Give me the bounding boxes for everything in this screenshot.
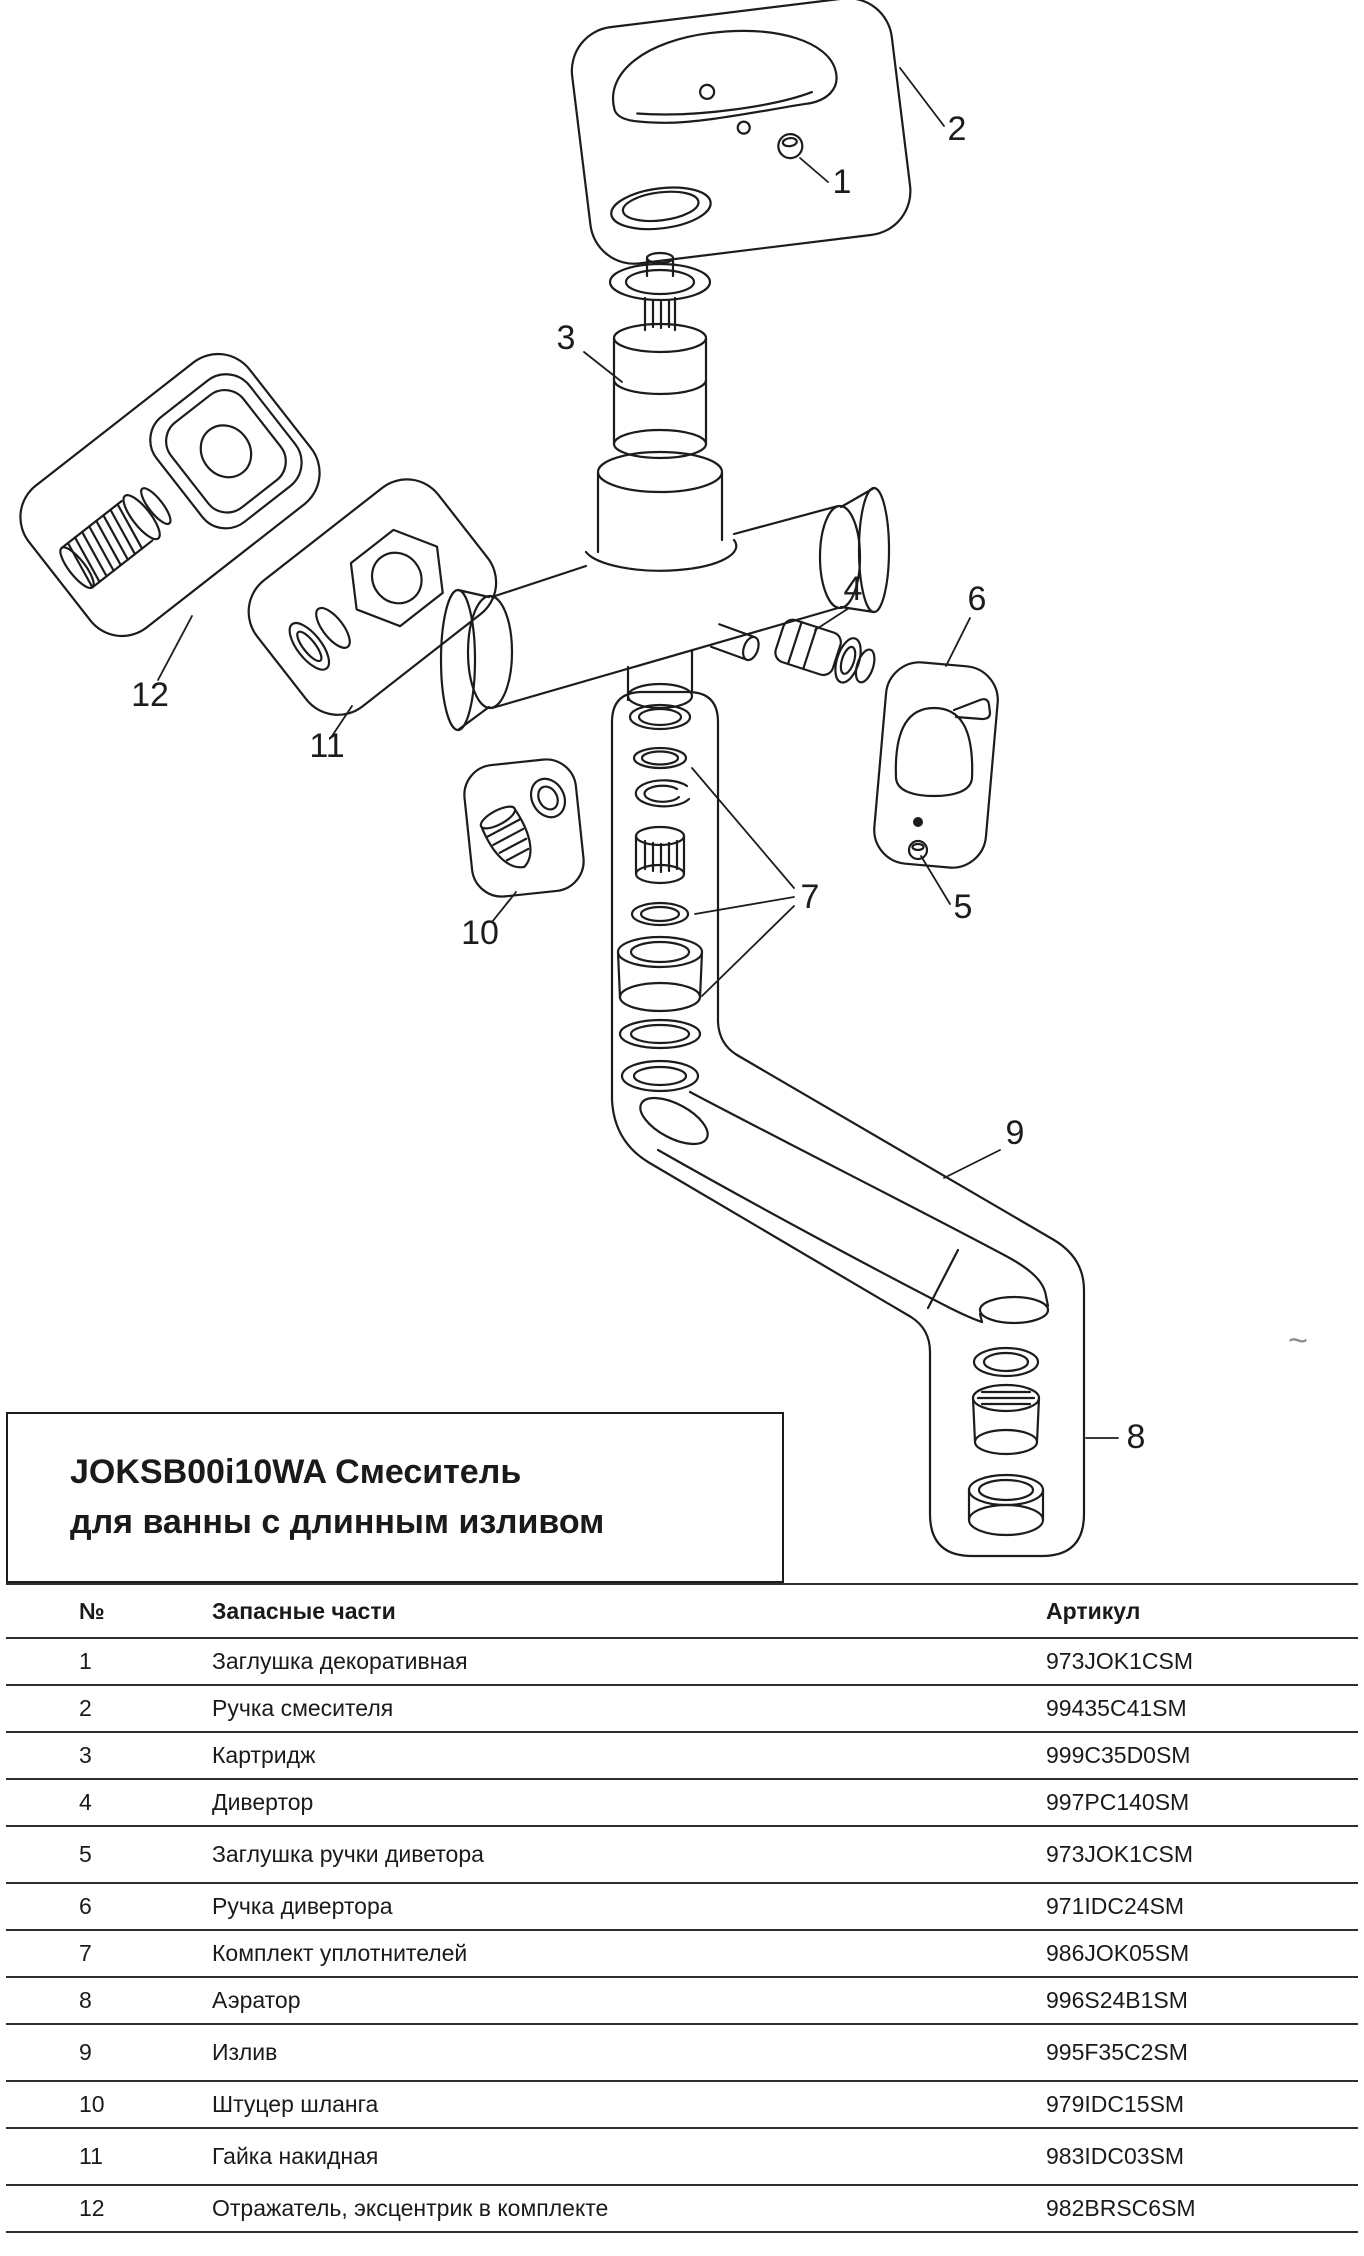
callout-10-label: 10 — [461, 914, 499, 952]
part-name: Ручка смесителя — [212, 1695, 394, 1721]
hose-fitting-box — [463, 758, 585, 898]
spare-parts-table: № Запасные части Артикул 1 Заглушка деко… — [6, 1583, 1358, 2233]
product-title-box: JOKSB00i10WA Смеситель для ванны с длинн… — [6, 1412, 784, 1583]
divertor-handle-drawing — [894, 706, 974, 798]
part-article: 973JOK1CSM — [1046, 1648, 1194, 1674]
table-row: 10 Штуцер шланга 979IDC15SM — [6, 2082, 1358, 2129]
part-name: Отражатель, эксцентрик в комплекте — [212, 2195, 609, 2221]
spout-region-outline — [610, 690, 1086, 1558]
table-header-row: № Запасные части Артикул — [6, 1583, 1358, 1639]
leader-lines — [157, 67, 1119, 1439]
table-row: 5 Заглушка ручки диветора 973JOK1CSM — [6, 1827, 1358, 1884]
part-number: 1 — [79, 1648, 92, 1674]
part-article: 996S24B1SM — [1046, 1987, 1188, 2013]
part-article: 997PC140SM — [1046, 1789, 1190, 1815]
part-name: Штуцер шланга — [212, 2091, 379, 2117]
header-num: № — [79, 1597, 105, 1624]
mixer-handle-drawing — [612, 29, 838, 124]
part-number: 8 — [79, 1987, 92, 2013]
nut-drawing — [349, 528, 444, 628]
table-row: 8 Аэратор 996S24B1SM — [6, 1978, 1358, 2025]
part-number: 11 — [79, 2143, 103, 2169]
part-number: 6 — [79, 1893, 92, 1919]
table-row: 3 Картридж 999C35D0SM — [6, 1733, 1358, 1780]
part-article: 973JOK1CSM — [1046, 1841, 1194, 1867]
decor-plug-drawing — [777, 133, 804, 160]
callout-11-label: 11 — [309, 727, 344, 765]
part-article: 979IDC15SM — [1046, 2091, 1185, 2117]
handle-callout-box — [570, 0, 912, 265]
part-article: 971IDC24SM — [1046, 1893, 1185, 1919]
table-row: 11 Гайка накидная 983IDC03SM — [6, 2129, 1358, 2186]
seal-kit-drawing — [616, 703, 704, 1093]
faucet-body-drawing — [439, 450, 891, 732]
part-number: 7 — [79, 1940, 92, 1966]
part-article: 982BRSC6SM — [1046, 2195, 1196, 2221]
product-title-line1: JOKSB00i10WA Смеситель — [70, 1453, 522, 1492]
part-name: Заглушка ручки диветора — [212, 1841, 484, 1867]
part-name: Гайка накидная — [212, 2143, 379, 2169]
callout-3-label: 3 — [557, 319, 576, 357]
aerator-drawing — [967, 1346, 1045, 1537]
part-name: Ручка дивертора — [212, 1893, 393, 1919]
part-name: Дивертор — [212, 1789, 314, 1815]
part-number: 9 — [79, 2039, 92, 2065]
union-nut-box — [247, 478, 498, 716]
part-name: Комплект уплотнителей — [212, 1940, 468, 1966]
callout-1-label: 1 — [833, 163, 852, 201]
callout-5-label: 5 — [954, 888, 973, 926]
divertor-drawing — [774, 618, 876, 684]
part-name: Излив — [212, 2039, 278, 2065]
callout-8-label: 8 — [1127, 1418, 1146, 1456]
hose-fitting-drawing — [479, 805, 532, 869]
callout-9-label: 9 — [1006, 1114, 1025, 1152]
part-article: 983IDC03SM — [1046, 2143, 1185, 2169]
table-row: 9 Излив 995F35C2SM — [6, 2025, 1358, 2082]
header-name: Запасные части — [212, 1597, 396, 1624]
eccentric-escutcheon-box — [19, 352, 321, 638]
escutcheon-plate — [149, 373, 303, 530]
part-article: 995F35C2SM — [1046, 2039, 1188, 2065]
handle-screw — [736, 120, 751, 135]
part-name: Заглушка декоративная — [212, 1648, 468, 1674]
callout-12-label: 12 — [131, 676, 169, 714]
part-article: 99435C41SM — [1046, 1695, 1187, 1721]
part-number: 10 — [79, 2091, 105, 2117]
stray-mark: ~ — [1288, 1322, 1308, 1360]
part-number: 2 — [79, 1695, 92, 1721]
part-name: Картридж — [212, 1742, 316, 1768]
product-title-line2: для ванны с длинным изливом — [70, 1502, 605, 1541]
part-number: 12 — [79, 2195, 105, 2221]
handle-plug-screw — [913, 817, 923, 827]
part-article: 999C35D0SM — [1046, 1742, 1191, 1768]
part-number: 5 — [79, 1841, 92, 1867]
spout-drawing — [639, 1090, 1050, 1325]
callout-labels: 1 2 3 4 5 6 7 8 9 10 11 12 ~ — [131, 110, 1308, 1456]
part-name: Аэратор — [212, 1987, 301, 2013]
table-row: 1 Заглушка декоративная 973JOK1CSM — [6, 1639, 1358, 1686]
callout-6-label: 6 — [968, 580, 987, 618]
divertor-handle-box — [873, 661, 999, 869]
cartridge-drawing — [608, 251, 712, 460]
exploded-view-diagram: 1 2 3 4 5 6 7 8 9 10 11 12 ~ — [19, 0, 1308, 1558]
callout-2-label: 2 — [948, 110, 967, 148]
table-row: 12 Отражатель, эксцентрик в комплекте 98… — [6, 2186, 1358, 2233]
part-article: 986JOK05SM — [1046, 1940, 1190, 1966]
table-row: 2 Ручка смесителя 99435C41SM — [6, 1686, 1358, 1733]
table-row: 6 Ручка дивертора 971IDC24SM — [6, 1884, 1358, 1931]
divertor-plug-drawing — [907, 839, 929, 861]
part-number: 3 — [79, 1742, 92, 1768]
callout-7-label: 7 — [801, 878, 820, 916]
header-article: Артикул — [1046, 1597, 1141, 1624]
part-number: 4 — [79, 1789, 92, 1815]
callout-4-label: 4 — [844, 570, 863, 608]
table-row: 7 Комплект уплотнителей 986JOK05SM — [6, 1931, 1358, 1978]
table-row: 4 Дивертор 997PC140SM — [6, 1780, 1358, 1827]
